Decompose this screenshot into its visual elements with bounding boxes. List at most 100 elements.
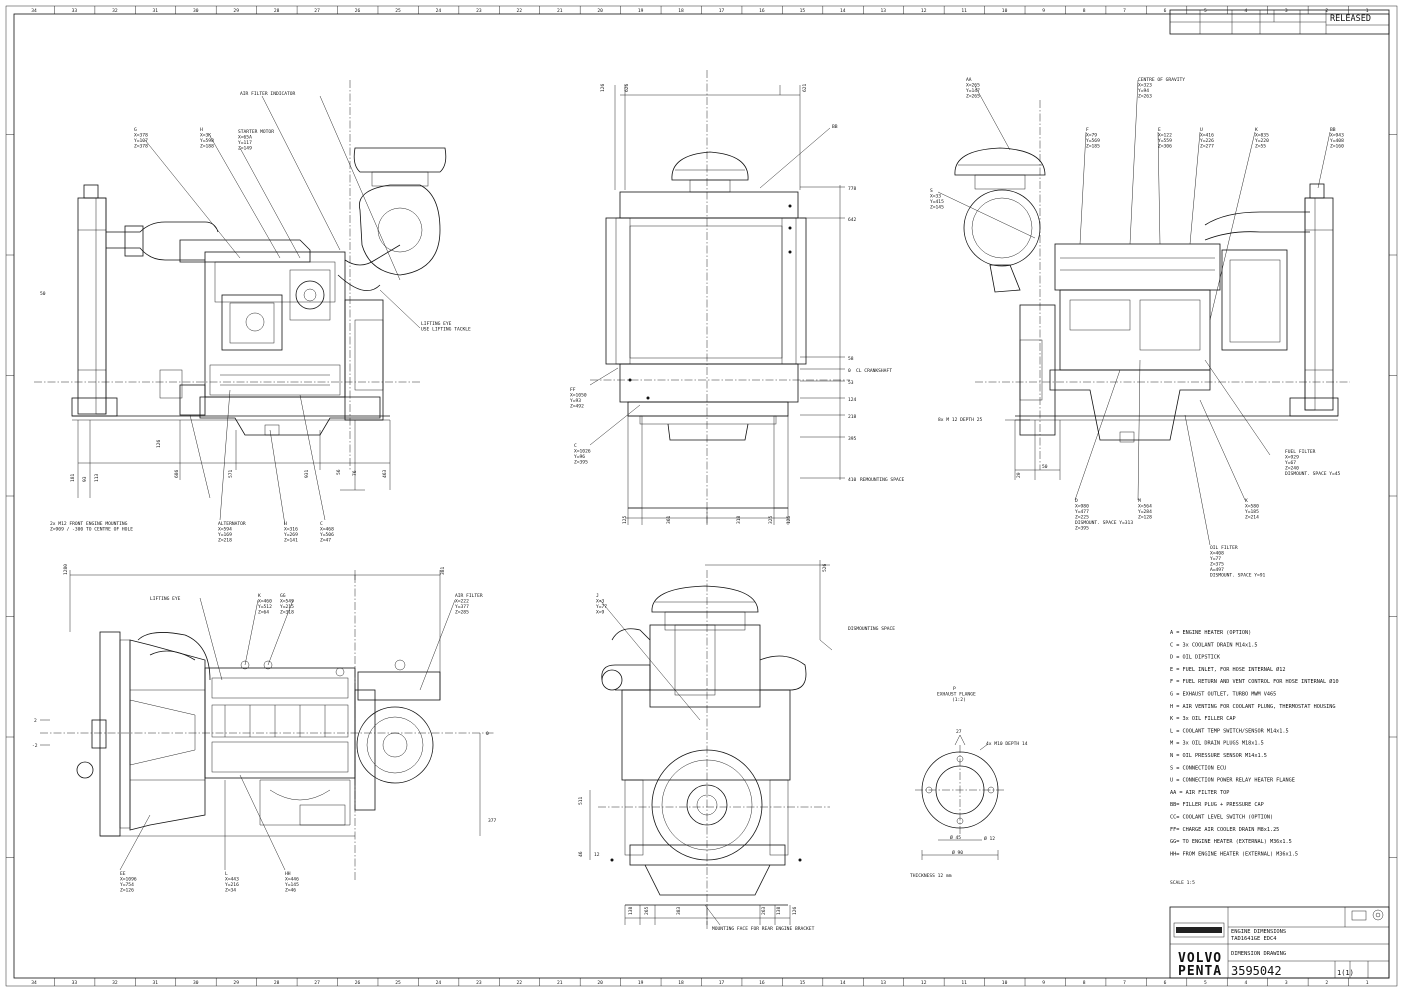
front-dim-bottom-361: 361 xyxy=(666,515,672,524)
legend-list: A = ENGINE HEATER (OPTION)C = 3x COOLANT… xyxy=(1170,630,1339,857)
rear-dim-138b: 138 xyxy=(776,906,782,915)
callout-c: C X=468 Y=506 Z=47 xyxy=(320,521,337,544)
top-dim-0: 0 xyxy=(486,731,489,737)
left-dim-76: 76 xyxy=(352,470,358,476)
legend-item: K = 3x OIL FILLER CAP xyxy=(1170,716,1236,722)
legend-item: CC= COOLANT LEVEL SWITCH (OPTION) xyxy=(1170,815,1273,821)
front-dim-top-621: 621 xyxy=(802,83,808,92)
dimension-lines xyxy=(40,85,1061,925)
right-dim-50: 50 xyxy=(1042,464,1048,470)
rear-dim-511: 511 xyxy=(578,796,584,805)
callout-m: M X=564 Y=284 Z=128 xyxy=(1138,498,1155,521)
front-dim-642: 642 xyxy=(848,217,857,223)
border-number-top: 1 xyxy=(1366,8,1369,14)
callout-k3: K X=460 Y=512 Z=64 xyxy=(258,593,275,616)
front-dim-bottom-125a: 125 xyxy=(622,515,628,524)
border-number-bottom: 25 xyxy=(395,980,401,986)
top-dim-377: 377 xyxy=(488,818,497,824)
border-number-top: 2 xyxy=(1325,8,1328,14)
left-dim-50: 50 xyxy=(40,291,46,297)
border-number-bottom: 34 xyxy=(31,980,37,986)
border-number-bottom: 13 xyxy=(880,980,886,986)
left-dim-181: 181 xyxy=(70,473,76,482)
callout-k: K X=835 Y=220 Z=55 xyxy=(1255,127,1272,150)
left-dim-93: 93 xyxy=(82,476,88,482)
view-left-side-engine xyxy=(71,147,447,436)
flange-dim-d90: Ø 90 xyxy=(952,849,963,856)
callout-j: J X=3 Y=77 X=9 xyxy=(596,593,610,616)
callout-l: L X=443 Y=216 Z=34 xyxy=(225,871,242,894)
callout-aa: AA X=265 Y=147 Z=265 xyxy=(966,77,983,100)
brand-penta: PENTA xyxy=(1178,964,1222,979)
legend-item: HH= FROM ENGINE HEATER (EXTERNAL) M36x1.… xyxy=(1170,851,1298,857)
border-number-top: 26 xyxy=(355,8,361,14)
legend-item: A = ENGINE HEATER (OPTION) xyxy=(1170,630,1251,636)
right-dim-20: 20 xyxy=(1016,472,1022,478)
centerlines xyxy=(34,70,1350,930)
callout-u: U X=416 Y=226 Z=277 xyxy=(1200,127,1217,150)
legend-item: GG= TO ENGINE HEATER (EXTERNAL) M36x1.5 xyxy=(1170,839,1292,845)
flange-thickness: THICKNESS 12 mm xyxy=(910,873,952,879)
left-dim-931: 931 xyxy=(304,469,310,478)
doc-type: DIMENSION DRAWING xyxy=(1231,951,1286,957)
callout-air-filter-indicator: AIR FILTER INDICATOR xyxy=(240,91,296,97)
callout-lifting-eye-top: LIFTING EYE xyxy=(150,596,181,602)
border-number-top: 12 xyxy=(921,8,927,14)
border-number-bottom: 27 xyxy=(314,980,320,986)
border-number-top: 11 xyxy=(961,8,967,14)
left-dim-571: 571 xyxy=(228,469,234,478)
front-dim-395: 395 xyxy=(848,436,857,442)
callout-air-filter: AIR FILTER X=222 Y=377 Z=285 xyxy=(455,593,485,616)
border-number-top: 5 xyxy=(1204,8,1207,14)
rear-dim-526: 526 xyxy=(822,563,828,572)
border-number-bottom: 9 xyxy=(1042,980,1045,986)
callout-e: E X=122 Y=559 Z=306 xyxy=(1158,127,1175,150)
border-number-top: 8 xyxy=(1083,8,1086,14)
border-number-bottom: 21 xyxy=(557,980,563,986)
callout-gg: GG X=549 Y=215 Z=318 xyxy=(280,593,297,616)
front-dim-218: 218 xyxy=(848,414,857,420)
legend-item: FF= CHARGE AIR COOLER DRAIN M8x1.25 xyxy=(1170,827,1279,833)
border-number-bottom: 7 xyxy=(1123,980,1126,986)
title-block-top: RELEASED xyxy=(1169,9,1390,35)
border-number-bottom: 17 xyxy=(719,980,725,986)
border-number-top: 25 xyxy=(395,8,401,14)
border-number-top: 29 xyxy=(233,8,239,14)
brand-volvo: VOLVO xyxy=(1178,951,1222,966)
border-number-bottom: 31 xyxy=(153,980,159,986)
border-number-top: 17 xyxy=(719,8,725,14)
callout-h: H X=3K Y=598 Z=188 xyxy=(200,127,217,150)
border-number-top: 6 xyxy=(1164,8,1167,14)
border-ticks-sides xyxy=(6,134,1397,858)
border-number-top: 34 xyxy=(31,8,37,14)
border-number-bottom: 3 xyxy=(1285,980,1288,986)
callout-f: F X=79 Y=569 Z=185 xyxy=(1086,127,1103,150)
top-dim-minus-2: -2 xyxy=(32,743,38,749)
border-number-bottom: 6 xyxy=(1164,980,1167,986)
border-number-top: 9 xyxy=(1042,8,1045,14)
border-number-top: 14 xyxy=(840,8,846,14)
callout-k2: K X=580 Y=185 Z=214 xyxy=(1245,498,1262,521)
view-top-engine xyxy=(76,631,441,837)
left-dim-56: 56 xyxy=(336,469,342,475)
border-number-top: 4 xyxy=(1244,8,1247,14)
border-number-bottom: 22 xyxy=(517,980,523,986)
border-number-top: 27 xyxy=(314,8,320,14)
left-dim-113: 113 xyxy=(94,473,100,482)
border-number-top: 21 xyxy=(557,8,563,14)
border-number-top: 7 xyxy=(1123,8,1126,14)
front-dim-0: 0 xyxy=(848,368,851,374)
callout-fuel-filter: FUEL FILTER X=929 Y=67 Z=240 DISMOUNT. S… xyxy=(1285,449,1341,477)
border-number-top: 30 xyxy=(193,8,199,14)
top-dim-1280: 1280 xyxy=(63,564,69,575)
border-number-top: 3 xyxy=(1285,8,1288,14)
callout-dismounting-space: DISMOUNTING SPACE xyxy=(848,626,895,632)
front-dim-410: 410 xyxy=(848,477,857,483)
doc-number: 3595042 xyxy=(1231,964,1282,978)
border-number-bottom: 23 xyxy=(476,980,482,986)
front-dim-bottom-318: 318 xyxy=(736,515,742,524)
callout-g: G X=378 Y=107 Z=378 xyxy=(134,127,151,150)
